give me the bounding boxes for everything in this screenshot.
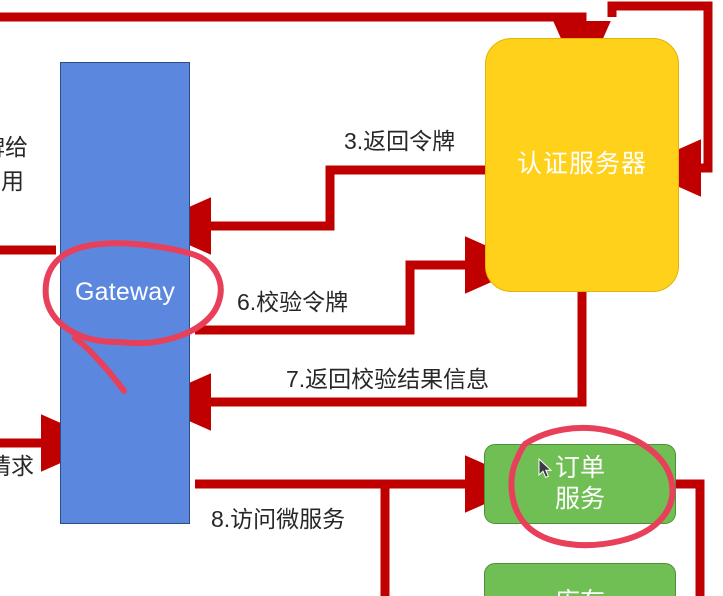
edge-order-service-out <box>676 479 705 596</box>
edge-label-step7: 7.返回校验结果信息 <box>286 366 490 392</box>
edge-label-left-clip-3: 请求 <box>0 453 34 479</box>
annotation-circle-order <box>508 424 676 549</box>
node-gateway[interactable]: Gateway <box>60 62 190 524</box>
edge-label-step8: 8.访问微服务 <box>211 506 346 532</box>
node-gateway-label: Gateway <box>74 278 176 307</box>
edge-step7-verify-result <box>146 292 587 431</box>
node-order-service-label: 订单 服务 <box>554 453 605 513</box>
annotation-circle-gateway <box>42 240 224 347</box>
edge-label-step6: 6.校验令牌 <box>237 289 349 315</box>
node-stock-service-label: 库存 <box>555 587 605 596</box>
edge-step6-verify-token <box>195 236 530 335</box>
edge-label-left-clip-1: 牌给 <box>0 134 28 160</box>
edge-step3-return-token <box>146 165 485 255</box>
annotation-tail-gateway <box>72 335 127 394</box>
edge-label-left-clip-2: 应用 <box>0 168 24 194</box>
edge-top-into-auth <box>0 12 611 86</box>
node-stock-service[interactable]: 库存 <box>484 563 676 596</box>
node-auth-server[interactable]: 认证服务器 <box>485 38 679 292</box>
node-auth-server-label: 认证服务器 <box>516 150 647 179</box>
edge-label-step3: 3.返回令牌 <box>344 128 456 154</box>
edge-right-loop-into-auth <box>607 1 713 197</box>
